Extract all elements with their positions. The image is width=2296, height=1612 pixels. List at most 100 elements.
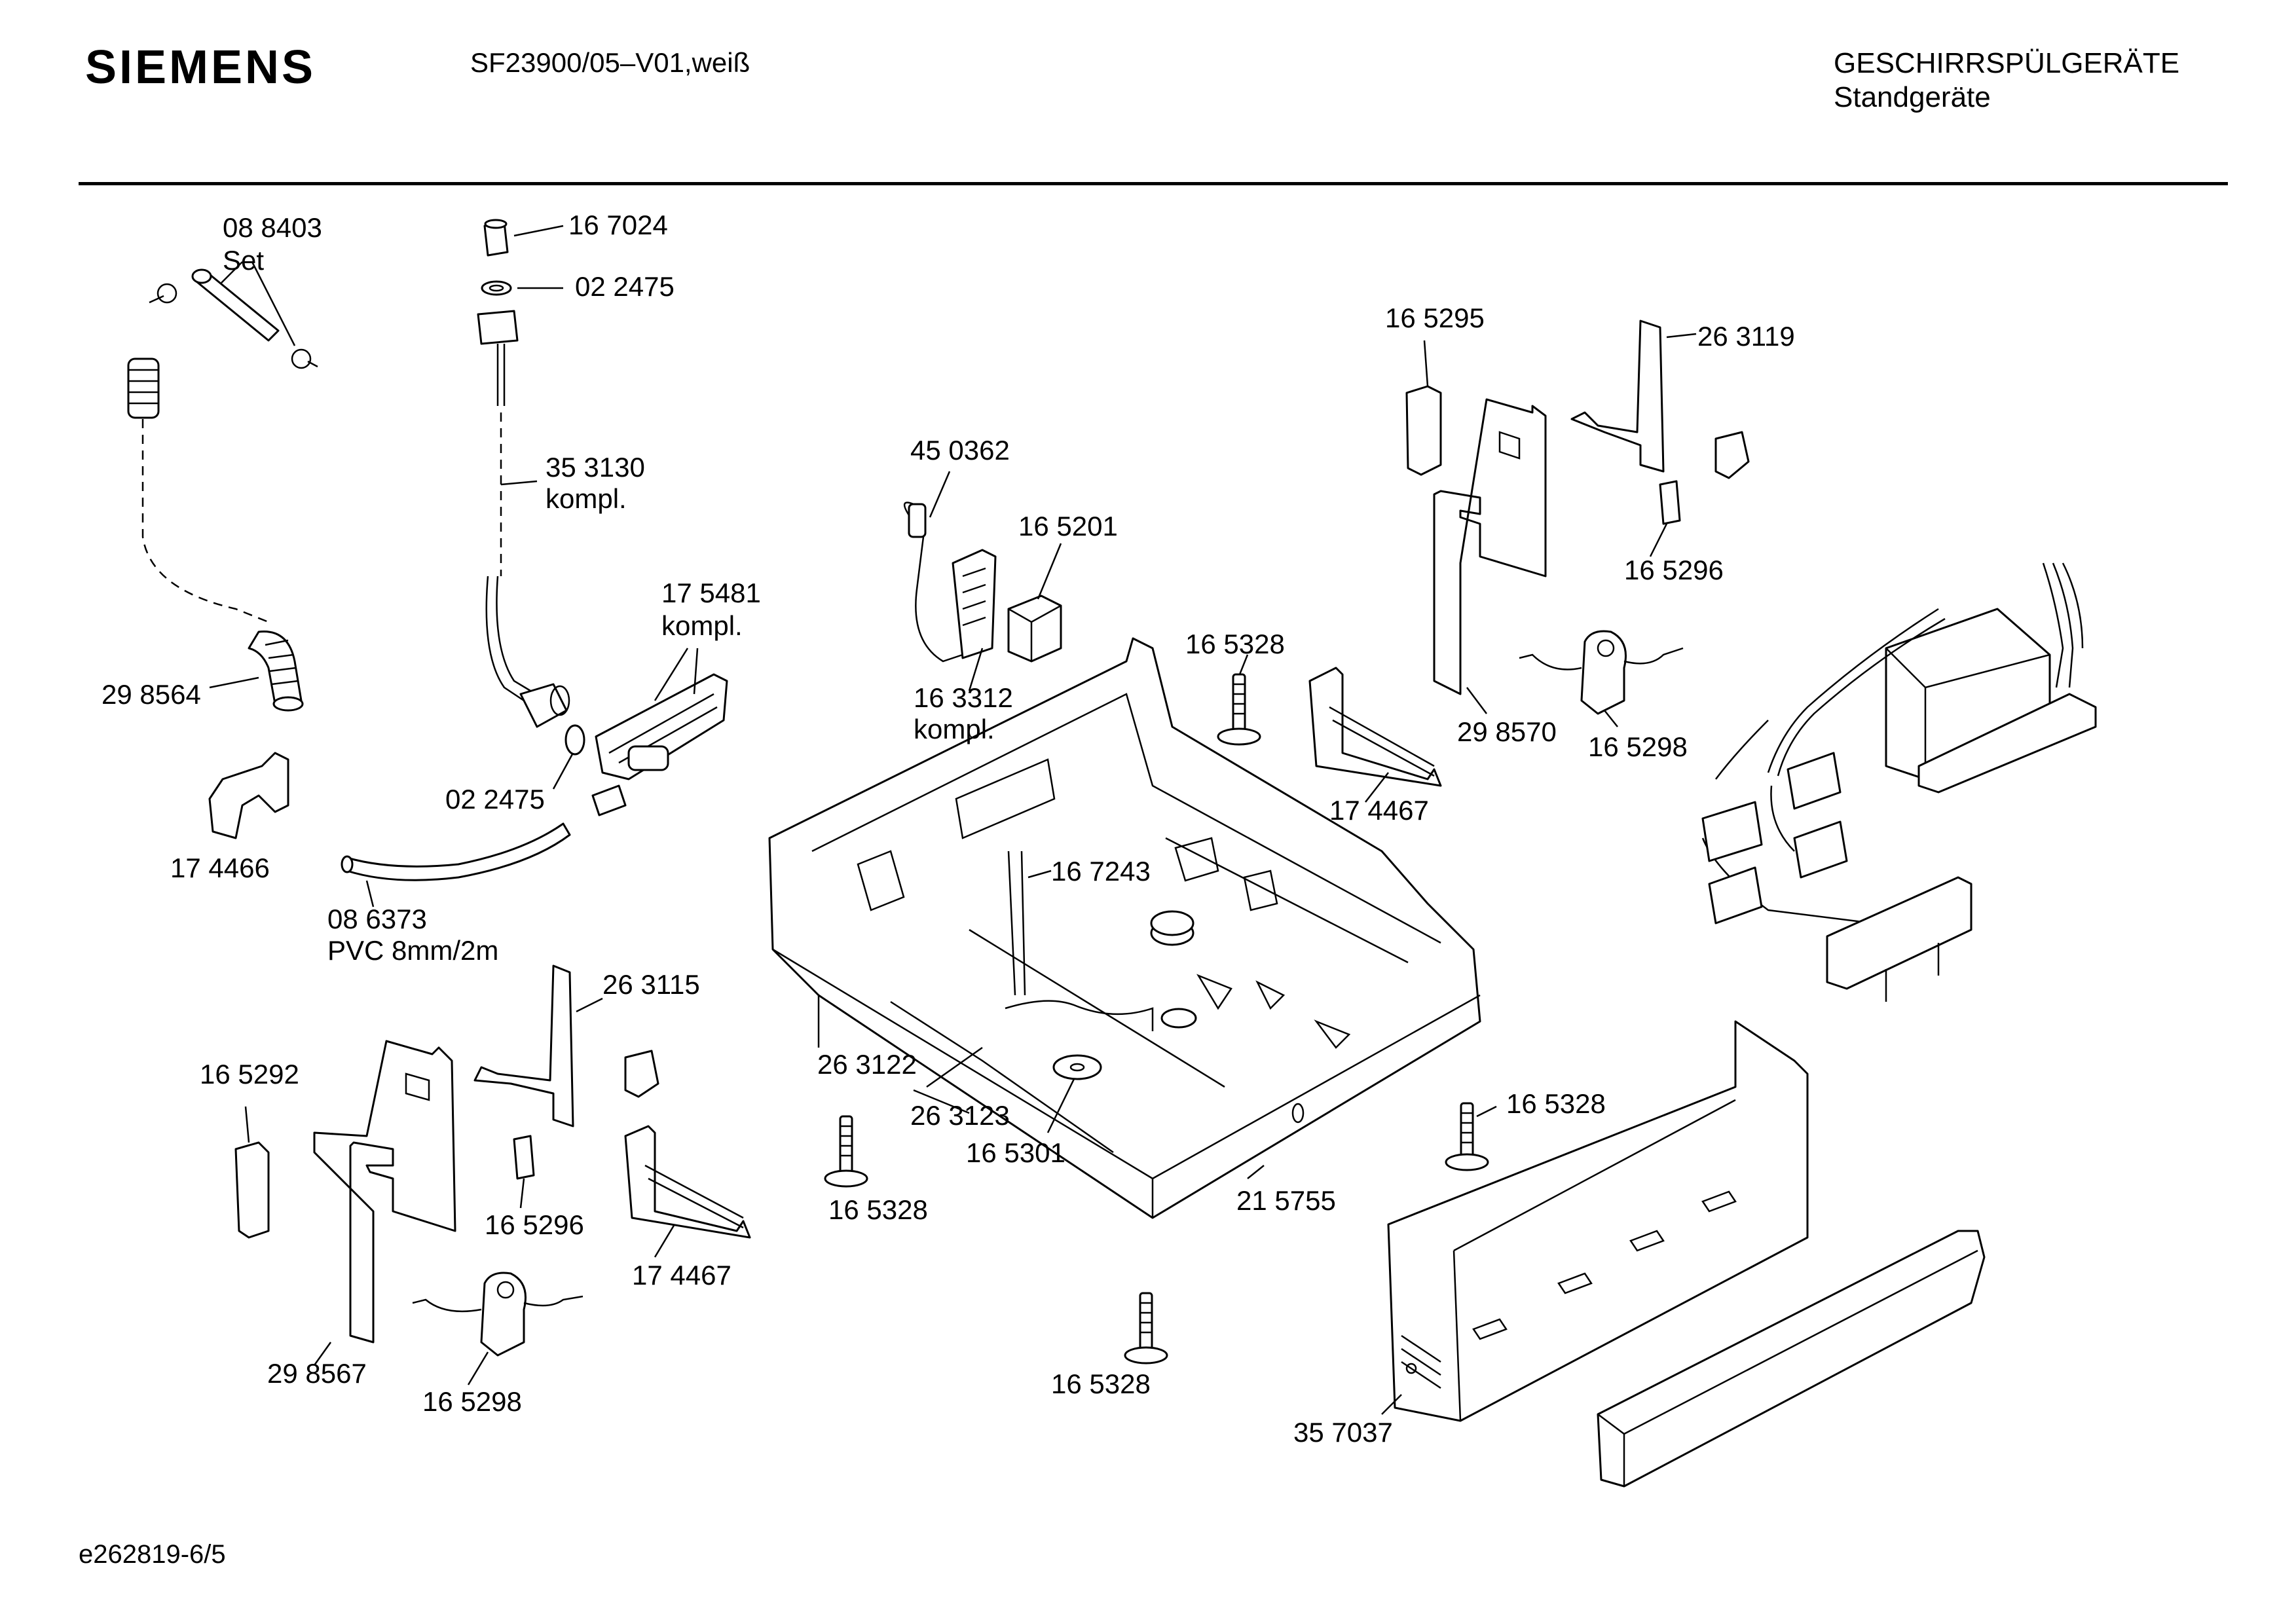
thermostat-165298-bottom: [412, 1272, 583, 1357]
label-165296-b: 16 5296: [485, 1209, 584, 1240]
leader-174467b: [654, 1224, 676, 1258]
label-353130: 35 3130: [546, 452, 645, 483]
leader-165295: [1423, 340, 1429, 387]
transformer-block: [1885, 562, 2097, 794]
label-kompl-353130: kompl.: [546, 483, 627, 514]
washer-022475-bottom: [565, 724, 585, 756]
leader-263123: [913, 1089, 970, 1114]
spring-bracket-174467-b: [624, 1125, 751, 1239]
label-165328-d: 16 5328: [1051, 1368, 1151, 1399]
label-165295: 16 5295: [1385, 302, 1485, 333]
model-number: SF23900/05–V01,weiß: [470, 47, 750, 78]
base-tub-215755: [768, 637, 1481, 1219]
leader-165296a: [1649, 523, 1668, 557]
clip-165292: [234, 1141, 270, 1239]
category-title: GESCHIRRSPÜLGERÄTE: [1834, 47, 2180, 79]
label-165298-a: 16 5298: [1588, 731, 1688, 762]
screw-165328-a: [1217, 673, 1261, 746]
label-pvc: PVC 8mm/2m: [327, 935, 498, 966]
spring-bracket-174467-a: [1308, 667, 1442, 787]
label-kompl-163312: kompl.: [914, 714, 995, 744]
leader-215755: [1247, 1165, 1265, 1179]
small-clip-left: [624, 1050, 659, 1098]
leader-022475b: [552, 752, 574, 790]
label-022475-bottom: 02 2475: [445, 784, 545, 815]
bracket-298570: [1433, 398, 1547, 695]
leader-174467a: [1365, 772, 1389, 803]
leader-263119: [1666, 333, 1697, 339]
label-174466: 17 4466: [170, 852, 270, 883]
front-panel-strip: [1597, 1230, 1986, 1488]
label-175481: 17 5481: [661, 577, 761, 608]
wiring-harness: [1701, 608, 1946, 925]
hose-fitting-353130: [477, 310, 570, 728]
label-357037: 35 7037: [1293, 1417, 1393, 1448]
header-divider: [79, 182, 2228, 185]
label-kompl-175481: kompl.: [661, 610, 743, 641]
pvc-hose-086373: [341, 822, 571, 881]
corrugated-hose-end: [248, 631, 304, 712]
filter-cap-167024: [483, 219, 509, 257]
leader-165328c: [1476, 1105, 1497, 1118]
category-subtitle: Standgeräte: [1834, 81, 1991, 113]
leader-298567: [313, 1342, 332, 1366]
label-022475-top: 02 2475: [575, 271, 675, 302]
label-298564: 29 8564: [102, 679, 201, 710]
cable-harness-263123: [1005, 1000, 1154, 1031]
screw-165328-b: [824, 1115, 868, 1188]
leader-165296b: [519, 1178, 525, 1209]
leader-450362: [929, 471, 951, 518]
label-215755: 21 5755: [1236, 1185, 1336, 1216]
leader-263122: [926, 1046, 983, 1088]
label-298570: 29 8570: [1457, 716, 1557, 747]
leader-165292: [244, 1106, 250, 1143]
leader-165328a: [1238, 654, 1249, 675]
clip-165296-top: [1659, 480, 1681, 525]
label-174467-a: 17 4467: [1329, 795, 1429, 826]
valve-assembly-175481: [591, 673, 728, 816]
leader-263115: [576, 997, 603, 1013]
label-086373: 08 6373: [327, 904, 427, 934]
label-165328-a: 16 5328: [1185, 629, 1285, 659]
leader-167024: [513, 225, 564, 237]
label-165201: 16 5201: [1018, 511, 1118, 541]
hose-clip-set: [149, 268, 318, 369]
bracket-263119: [1570, 320, 1665, 473]
label-165292: 16 5292: [200, 1059, 299, 1090]
document-id: e262819-6/5: [79, 1540, 226, 1569]
thermostat-165298-top: [1519, 630, 1684, 715]
label-263115: 26 3115: [602, 969, 700, 1000]
plinth-357037: [1387, 1020, 1809, 1422]
leader-086373: [365, 880, 375, 907]
label-set: Set: [223, 245, 264, 276]
bracket-174466: [208, 752, 289, 839]
label-263122: 26 3122: [817, 1049, 917, 1080]
label-163312: 16 3312: [914, 682, 1013, 713]
leader-175481: [654, 648, 699, 701]
leader-165298a: [1604, 710, 1618, 727]
terminal-strip: [1826, 876, 1972, 1002]
screw-165328-c: [1445, 1102, 1489, 1171]
small-clip-right: [1714, 431, 1750, 479]
leader-298570: [1466, 687, 1487, 714]
bracket-298567: [313, 1040, 456, 1344]
label-263119: 26 3119: [1697, 321, 1795, 352]
label-263123: 26 3123: [910, 1100, 1010, 1131]
dashed-hose-path: [141, 419, 269, 623]
label-165301: 16 5301: [966, 1137, 1065, 1168]
label-165298-b: 16 5298: [422, 1386, 522, 1417]
leader-353130: [500, 480, 538, 486]
leader-167243: [1028, 870, 1052, 879]
label-088403: 08 8403: [223, 212, 322, 243]
screw-165328-d: [1124, 1292, 1168, 1365]
label-165296-a: 16 5296: [1624, 555, 1724, 585]
leader-165298b: [467, 1351, 489, 1385]
leader-165201: [1037, 543, 1062, 600]
spring-coil: [127, 357, 160, 419]
label-167024: 16 7024: [568, 210, 668, 240]
bracket-263115: [473, 964, 574, 1127]
clip-165296-bottom: [513, 1135, 535, 1180]
leader-357037: [1381, 1394, 1402, 1415]
cable-450362: [904, 502, 963, 663]
